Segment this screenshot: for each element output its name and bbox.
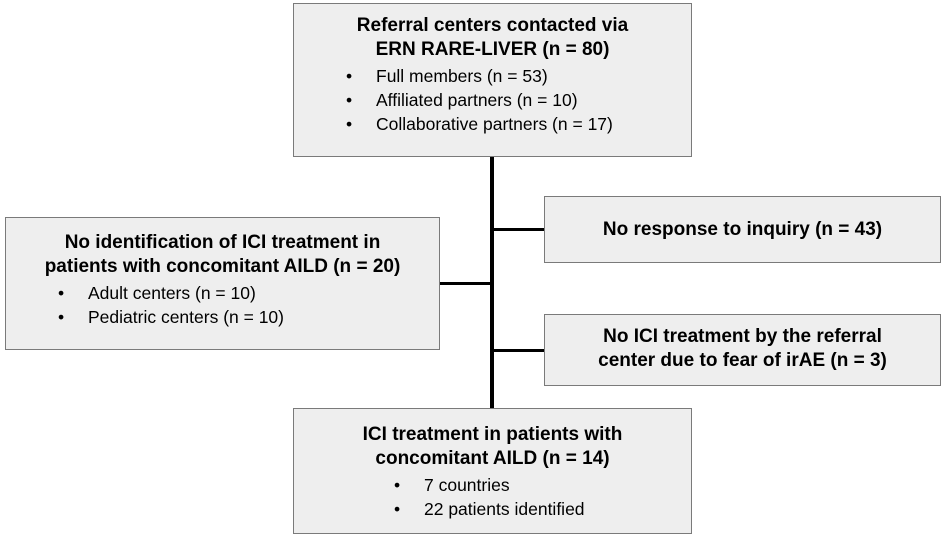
ici-treatment-list: •7 countries •22 patients identified <box>394 473 691 521</box>
bullet-icon: • <box>394 499 401 519</box>
bullet-icon: • <box>58 307 65 327</box>
no-ici-treatment-box: No ICI treatment by the referral center … <box>544 314 941 386</box>
list-item: •Full members (n = 53) <box>346 66 548 86</box>
bullet-icon: • <box>58 283 65 303</box>
no-identification-box: No identification of ICI treatment in pa… <box>5 217 440 350</box>
list-item: •Pediatric centers (n = 10) <box>58 307 284 327</box>
main-vertical-connector <box>490 157 494 408</box>
bullet-icon: • <box>394 475 401 495</box>
list-item: •Affiliated partners (n = 10) <box>346 90 578 110</box>
list-item: •Collaborative partners (n = 17) <box>346 114 613 134</box>
ici-treatment-title-line1: ICI treatment in patients with <box>362 424 623 445</box>
no-response-box: No response to inquiry (n = 43) <box>544 196 941 263</box>
referral-centers-list: •Full members (n = 53) •Affiliated partn… <box>346 64 691 136</box>
no-identification-title-line2: patients with concomitant AILD (n = 20) <box>44 256 401 277</box>
bullet-icon: • <box>346 66 353 86</box>
connector-to-no-ici <box>492 349 544 352</box>
connector-to-left-box <box>440 282 492 285</box>
bullet-icon: • <box>346 114 353 134</box>
ici-treatment-box: ICI treatment in patients with concomita… <box>293 408 692 534</box>
ici-treatment-title-line2: concomitant AILD (n = 14) <box>375 448 610 469</box>
referral-centers-title-line2: ERN RARE-LIVER (n = 80) <box>375 39 610 60</box>
list-item: •22 patients identified <box>394 499 585 519</box>
no-response-title: No response to inquiry (n = 43) <box>602 218 883 240</box>
referral-centers-title-line1: Referral centers contacted via <box>356 15 629 36</box>
no-identification-list: •Adult centers (n = 10) •Pediatric cente… <box>58 281 439 329</box>
no-identification-title-line1: No identification of ICI treatment in <box>64 232 381 253</box>
no-ici-title-line2: center due to fear of irAE (n = 3) <box>598 350 887 371</box>
no-ici-title-line1: No ICI treatment by the referral <box>603 326 882 347</box>
list-item: •7 countries <box>394 475 510 495</box>
bullet-icon: • <box>346 90 353 110</box>
list-item: •Adult centers (n = 10) <box>58 283 256 303</box>
referral-centers-box: Referral centers contacted via ERN RARE-… <box>293 3 692 157</box>
connector-to-no-response <box>492 228 544 231</box>
